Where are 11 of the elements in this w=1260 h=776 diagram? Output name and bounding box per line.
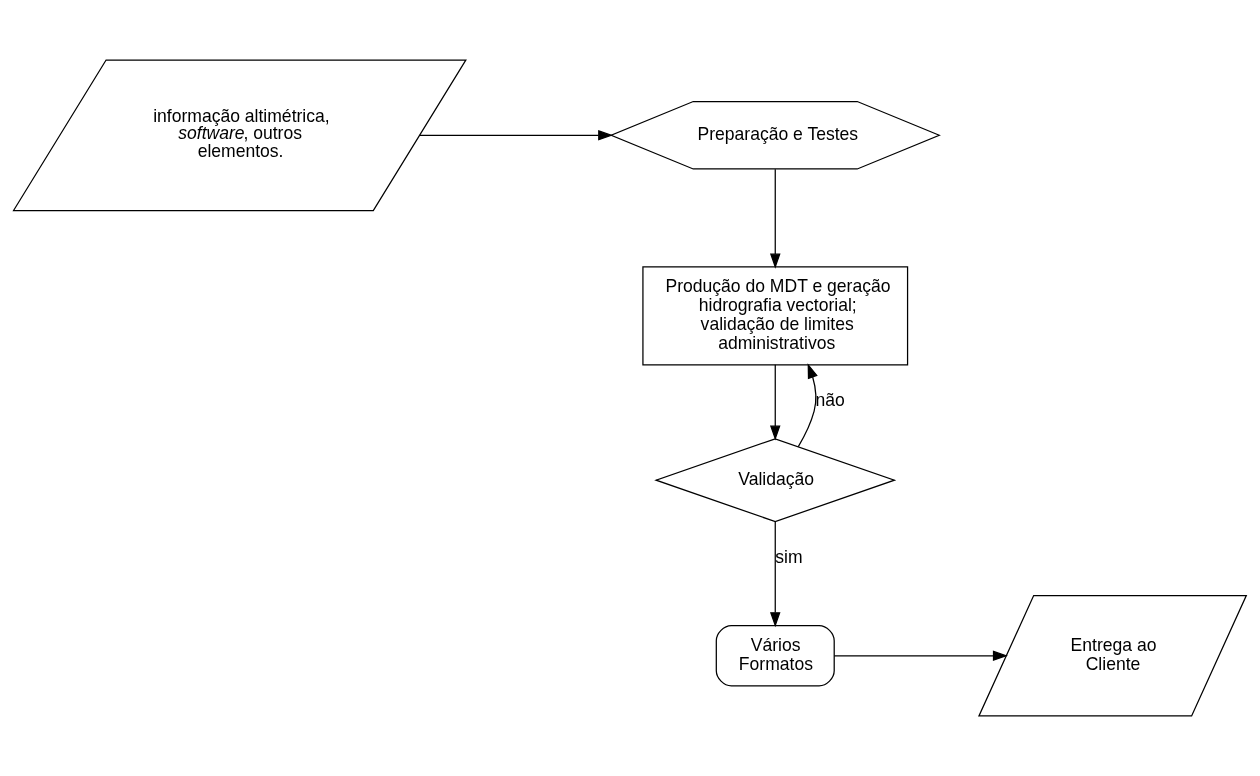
arrow bbox=[769, 520, 781, 628]
node-diamond: Validação bbox=[654, 438, 897, 523]
arrow bbox=[769, 168, 781, 269]
arrow bbox=[833, 650, 1008, 662]
node-box: Produção do MDT e geração hidrografia vectorial; validação de limites administrativos bbox=[642, 266, 909, 366]
arrow bbox=[418, 130, 614, 141]
node-box: Vários Formatos bbox=[715, 625, 835, 687]
edge-label: sim bbox=[775, 547, 803, 568]
edge-label: não bbox=[815, 390, 845, 411]
arrow bbox=[769, 364, 781, 441]
arrow bbox=[797, 363, 818, 448]
